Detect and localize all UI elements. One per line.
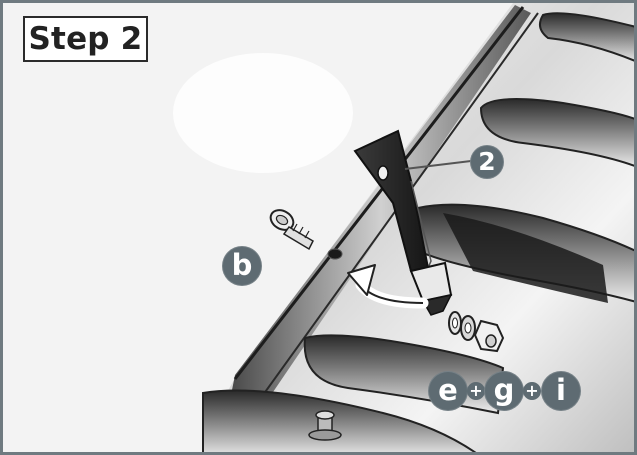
callout-part-2: 2	[470, 145, 504, 179]
plus-sign: +	[523, 382, 541, 400]
callout-part-e: e	[428, 371, 468, 411]
callout-part-i: i	[541, 371, 581, 411]
callout-part-g: g	[484, 371, 524, 411]
step-title: Step 2	[23, 16, 148, 62]
mounting-hole	[328, 249, 342, 259]
callout-part-b: b	[222, 246, 262, 286]
plus-sign: +	[467, 382, 485, 400]
